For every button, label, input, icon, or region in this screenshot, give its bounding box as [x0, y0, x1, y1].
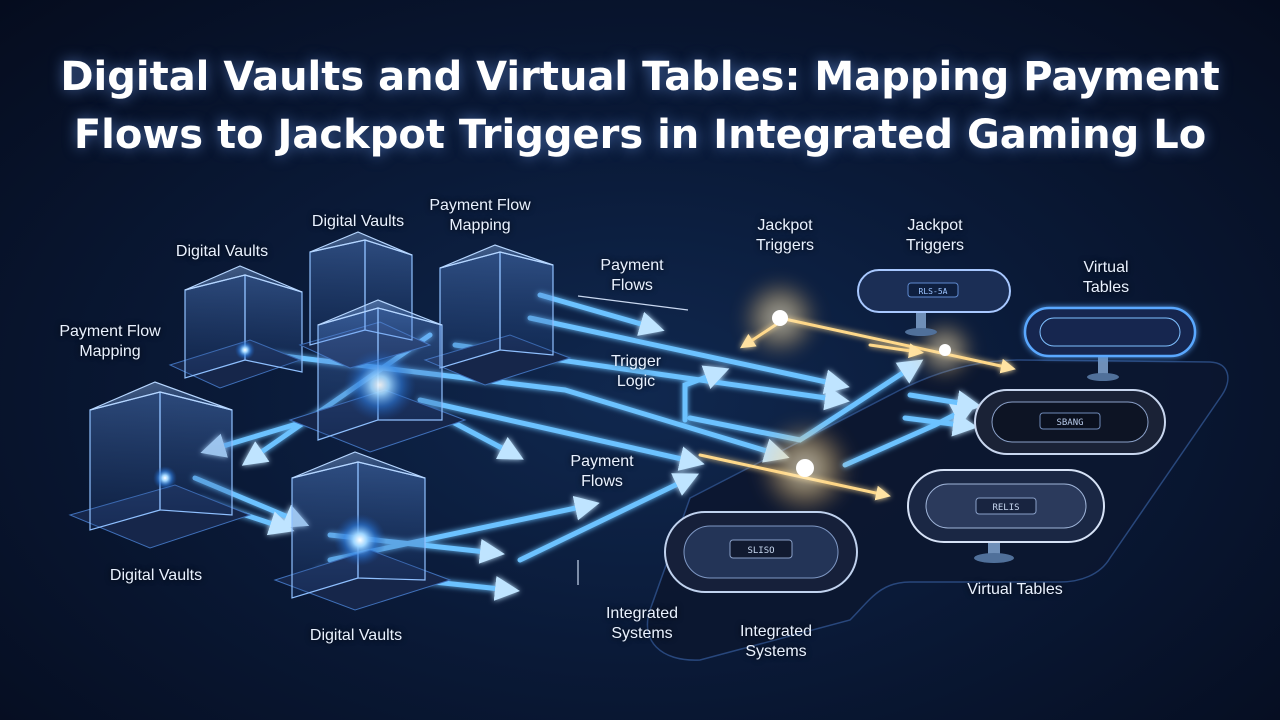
- label-digital-vaults-upper-left: Digital Vaults: [175, 243, 269, 260]
- table-screen-text: RLS-5A: [919, 287, 948, 296]
- table-screen-text: SBANG: [1056, 418, 1083, 428]
- table-stand-base: [1087, 373, 1119, 381]
- table-top: [1023, 306, 1197, 358]
- vault-cube: [273, 451, 452, 611]
- virtual-table: SLISO: [664, 511, 858, 593]
- title-line-1: Digital Vaults and Virtual Tables: Mappi…: [60, 54, 1220, 100]
- vault-front-face: [184, 274, 246, 379]
- page-title: Digital Vaults and Virtual Tables: Mappi…: [0, 48, 1280, 164]
- vault-core-glow: [334, 514, 386, 566]
- spark-core: [772, 310, 788, 326]
- flow-line: [417, 397, 705, 471]
- vault-cube: [423, 244, 572, 386]
- vault-cube: [288, 299, 467, 453]
- virtual-table: RLS-5A: [857, 269, 1011, 336]
- vault-core: [235, 340, 255, 360]
- flow-line: [682, 365, 730, 423]
- label-digital-vaults-top: Digital Vaults: [311, 213, 405, 230]
- vault-front-face: [89, 391, 161, 531]
- vault-top-face: [291, 451, 426, 479]
- vault-cube: [168, 265, 303, 389]
- table-screen: [1039, 412, 1101, 430]
- label-virtual-tables-bottom: Virtual Tables: [967, 581, 1063, 598]
- vault-core-glow: [344, 349, 416, 421]
- vault-cube: [68, 381, 252, 549]
- table-stand: [1098, 355, 1108, 377]
- trigger-line: [868, 343, 924, 359]
- flow-line: [537, 292, 665, 336]
- table-inner: [1039, 317, 1181, 347]
- virtual-table: SBANG: [974, 389, 1166, 455]
- label-digital-vaults-bottom-left: Digital Vaults: [109, 567, 203, 584]
- leader-line: [577, 295, 689, 311]
- virtual-table: [1023, 306, 1197, 381]
- table-screen: [729, 539, 793, 559]
- vault-top-face: [184, 265, 303, 293]
- label-digital-vaults-bottom: Digital Vaults: [309, 627, 403, 644]
- flow-line: [907, 390, 982, 415]
- vault-top-face: [317, 299, 443, 326]
- vault-core: [153, 466, 177, 490]
- table-stand-base: [974, 553, 1014, 563]
- title-line-2: Flows to Jackpot Triggers in Integrated …: [73, 112, 1207, 158]
- table-screen: [975, 497, 1037, 515]
- vault-top-face: [309, 231, 413, 256]
- vault-top-face: [89, 381, 233, 411]
- vault-top-face: [439, 244, 554, 269]
- table-screen-text: SLISO: [747, 546, 774, 556]
- flow-line: [517, 473, 700, 563]
- flow-line: [902, 411, 978, 437]
- table-screen: [907, 282, 959, 298]
- virtual-table: RELIS: [907, 469, 1105, 563]
- table-stand: [916, 312, 926, 332]
- leader-lines: [577, 295, 689, 585]
- table-stand-base: [905, 328, 937, 336]
- vault-side-face: [499, 251, 554, 356]
- vault-front-face: [439, 251, 501, 369]
- vault-side-face: [159, 391, 233, 516]
- flow-line: [527, 315, 850, 395]
- table-screen-text: RELIS: [992, 503, 1019, 513]
- spark-core: [796, 459, 814, 477]
- spark-core: [939, 344, 951, 356]
